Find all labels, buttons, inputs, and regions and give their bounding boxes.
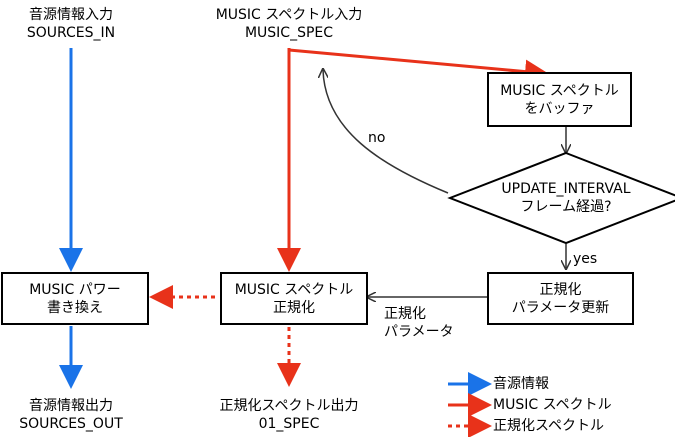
decision-line1: UPDATE_INTERVAL [501,181,631,197]
decision-label: UPDATE_INTERVAL フレーム経過? [490,180,642,216]
music-spec-line1: MUSIC スペクトル入力 [215,7,363,23]
decision-line2: フレーム経過? [520,199,612,215]
spec-out-label: 正規化スペクトル出力 01_SPEC [204,397,374,433]
decision-diamond [447,151,675,245]
yes-label: yes [573,251,598,267]
param-edge-label: 正規化 パラメータ [384,305,454,341]
no-label: no [368,130,386,146]
power-rewrite-line2: 書き換え [47,299,103,316]
spec-out-line2: 01_SPEC [258,416,320,432]
spec-out-line1: 正規化スペクトル出力 [219,398,359,414]
sources-out-label: 音源情報出力 SOURCES_OUT [6,397,136,433]
music-spec-line2: MUSIC_SPEC [244,25,334,41]
legend-label-sources: 音源情報 [493,376,549,392]
legend-label-music: MUSIC スペクトル [493,397,612,413]
sources-out-line1: 音源情報出力 [29,398,113,414]
normalize-box: MUSIC スペクトル 正規化 [220,272,368,325]
legend-label-normalized: 正規化スペクトル [493,418,605,434]
power-rewrite-line1: MUSIC パワー [29,281,121,298]
param-edge-line1: 正規化 [384,306,426,322]
sources-in-line1: 音源情報入力 [29,7,113,23]
sources-in-line2: SOURCES_IN [26,25,116,41]
normalize-line1: MUSIC スペクトル [234,281,354,298]
param-update-line1: 正規化 [539,281,582,298]
arrow-decision-no-loop [323,70,449,194]
sources-out-line2: SOURCES_OUT [19,416,123,432]
sources-in-label: 音源情報入力 SOURCES_IN [6,6,136,42]
buffer-box: MUSIC スペクトル をバッファ [487,72,632,127]
power-rewrite-box: MUSIC パワー 書き換え [1,272,149,325]
param-update-line2: パラメータ更新 [511,299,610,316]
buffer-line2: をバッファ [524,100,595,117]
param-update-box: 正規化 パラメータ更新 [487,272,634,325]
music-spec-label: MUSIC スペクトル入力 MUSIC_SPEC [204,6,374,42]
normalize-line2: 正規化 [273,299,315,316]
buffer-line1: MUSIC スペクトル [500,82,619,99]
arrow-music-spec-to-buffer [288,48,549,84]
param-edge-line2: パラメータ [384,324,454,340]
